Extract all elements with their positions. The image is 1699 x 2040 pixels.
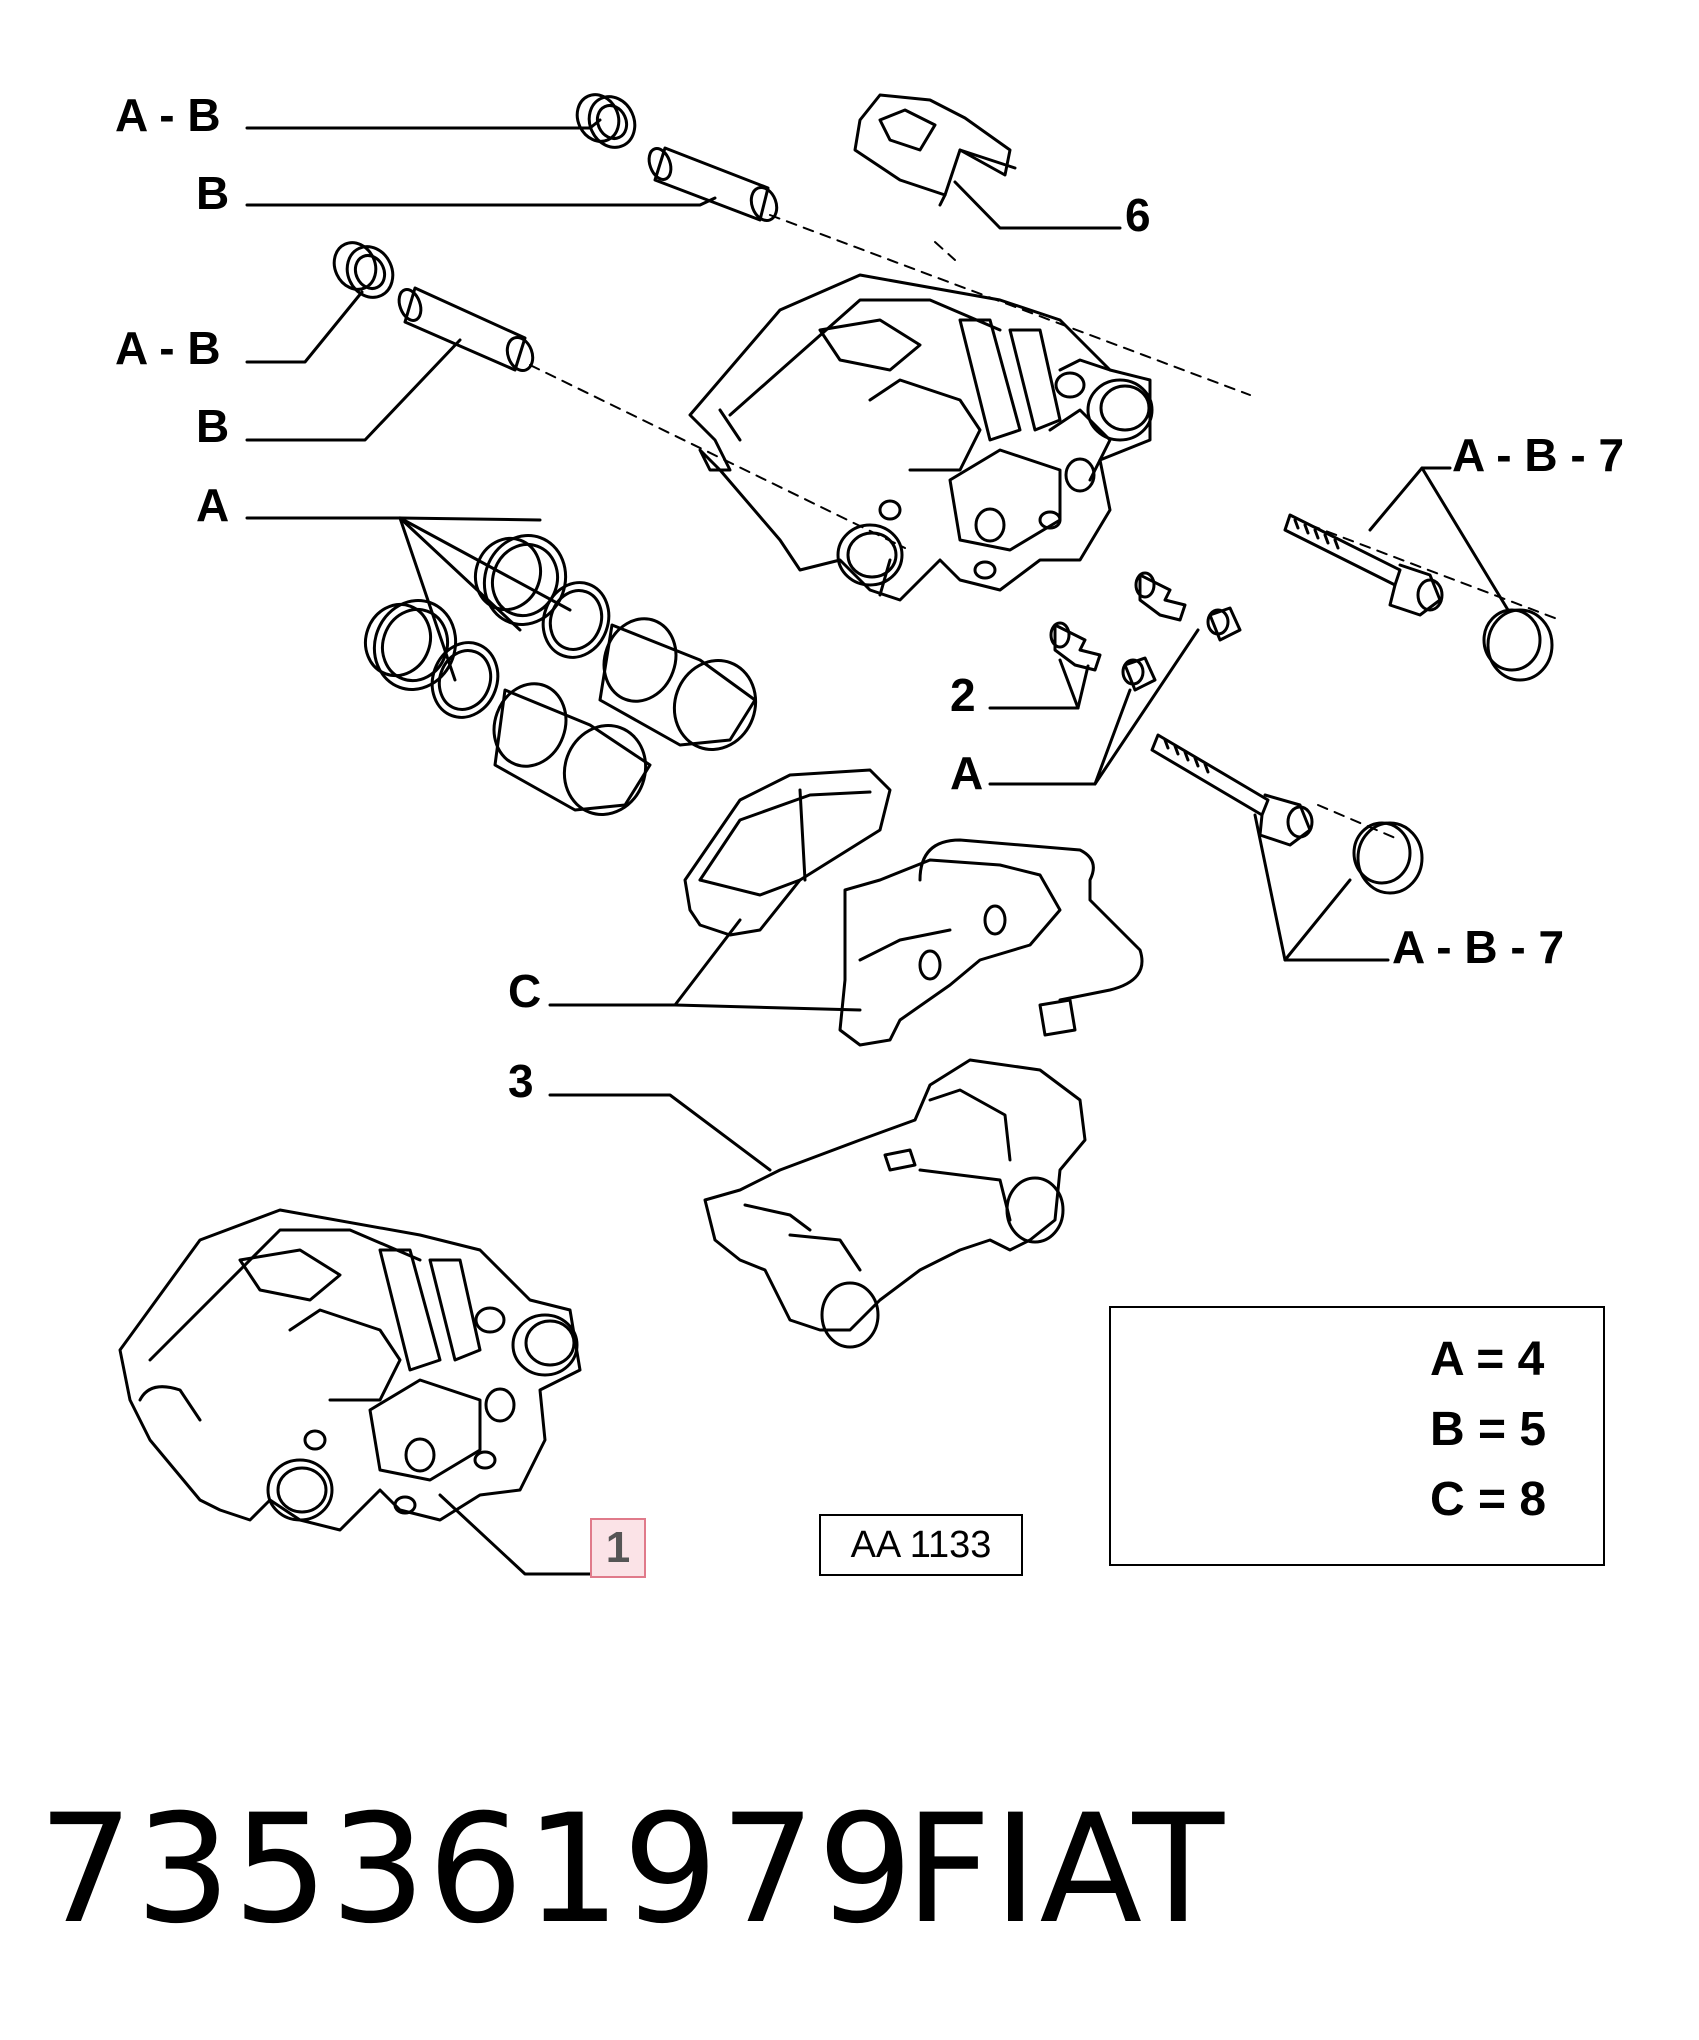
piston-seals bbox=[364, 534, 611, 719]
label-a-bleed: A bbox=[950, 747, 984, 799]
label-a-seals: A bbox=[196, 479, 230, 531]
leader-lines bbox=[245, 118, 1510, 1576]
drawing-code: AA 1133 bbox=[819, 1514, 1023, 1576]
label-b-mid: B bbox=[196, 400, 230, 452]
guide-pin-mid bbox=[397, 286, 535, 372]
label-b-top: B bbox=[196, 167, 230, 219]
legend-a: A = 4 bbox=[1430, 1333, 1545, 1386]
carrier-bracket bbox=[703, 1058, 1087, 1349]
legend-c: C = 8 bbox=[1430, 1473, 1547, 1526]
assembly-axes bbox=[529, 214, 1561, 841]
guide-bolts bbox=[1150, 513, 1554, 895]
brand-name: FIAT bbox=[905, 1783, 1227, 1957]
label-a-b-7-top: A - B - 7 bbox=[1452, 429, 1625, 481]
label-a-b-top: A - B bbox=[115, 89, 221, 141]
brake-pads bbox=[683, 768, 1144, 1047]
dust-boot-top bbox=[575, 93, 637, 149]
pistons bbox=[492, 617, 758, 816]
dust-boot-mid bbox=[332, 241, 395, 299]
label-2: 2 bbox=[950, 669, 976, 721]
label-3: 3 bbox=[508, 1055, 534, 1107]
label-6: 6 bbox=[1125, 189, 1151, 241]
quantity-legend bbox=[1109, 1306, 1605, 1566]
spring-clip bbox=[853, 93, 1017, 207]
guide-pin-top bbox=[647, 146, 779, 222]
part-number: 735361979 bbox=[38, 1783, 915, 1957]
label-a-b-7-bottom: A - B - 7 bbox=[1392, 921, 1565, 973]
label-c-pads: C bbox=[508, 965, 542, 1017]
assembled-caliper bbox=[118, 1208, 582, 1532]
caliper-body-exploded bbox=[688, 273, 1154, 602]
highlighted-ref-number: 1 bbox=[590, 1518, 646, 1578]
legend-b: B = 5 bbox=[1430, 1403, 1547, 1456]
label-a-b-mid: A - B bbox=[115, 322, 221, 374]
bleed-screws bbox=[1049, 571, 1242, 692]
